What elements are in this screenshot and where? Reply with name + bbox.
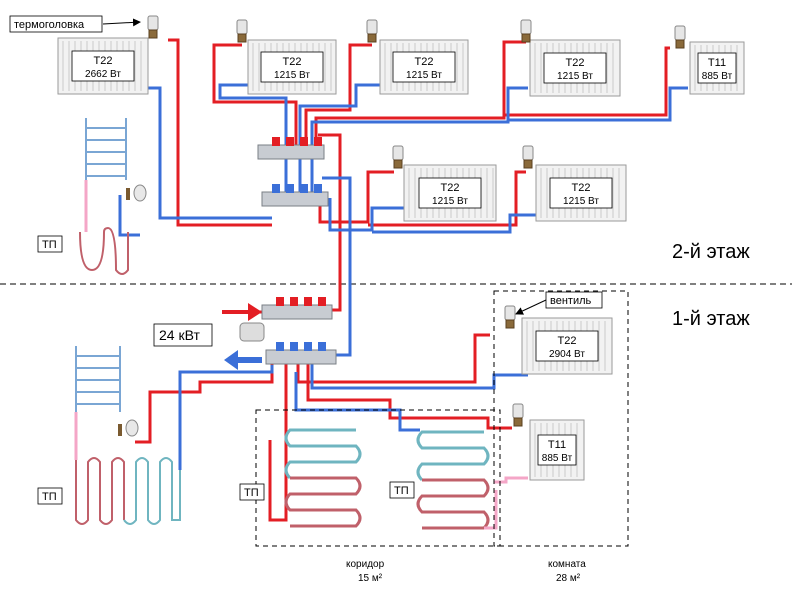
valve-icon: [133, 184, 147, 202]
valve-icon: [125, 419, 139, 437]
manifold-floor1: [239, 297, 337, 365]
thermostat-head-icon: [366, 19, 378, 43]
radiator-type: Т22: [558, 335, 577, 347]
thermostat-head-icon: [236, 19, 248, 43]
thermostat-head-icon: [504, 305, 516, 329]
floor-heating-loop-floor1-left: [75, 457, 181, 525]
supply-pipes: [135, 38, 670, 522]
corridor-area: 15 м²: [358, 573, 383, 584]
radiator-type: Т22: [94, 55, 113, 67]
radiator-type: Т11: [548, 439, 566, 451]
radiator-power: 1215 Вт: [406, 70, 442, 81]
radiator-power: 885 Вт: [702, 71, 733, 82]
radiator: Т22 1215 Вт: [366, 19, 469, 95]
room-zone: [493, 290, 629, 547]
tp-label-room: ТП: [394, 485, 409, 497]
manifold-floor2: [257, 137, 329, 207]
tp-label-corridor: ТП: [244, 487, 259, 499]
radiator-type: Т11: [708, 57, 726, 69]
radiator: Т22 2904 Вт: [504, 305, 613, 375]
thermo-head-label-box: [9, 15, 103, 33]
thermostat-head-icon: [674, 25, 686, 49]
towel-rail-floor1: [75, 346, 121, 412]
radiator-type: Т22: [572, 182, 591, 194]
floor-heating-loop-floor2: [79, 226, 129, 275]
radiators: Т22 2662 Вт Т22 1215 Вт Т22 1215 Вт Т22 1215 Вт…: [57, 15, 745, 481]
radiator-type: Т22: [441, 182, 460, 194]
supply-arrow-icon: [222, 303, 262, 321]
room-area: 28 м²: [556, 573, 581, 584]
tp-label-floor2: ТП: [42, 239, 57, 251]
radiator: Т22 1215 Вт: [522, 145, 627, 222]
tp-label-floor1: ТП: [42, 491, 57, 503]
radiator-power: 1215 Вт: [563, 196, 599, 207]
corridor-label: коридор: [346, 559, 385, 570]
valve-label: вентиль: [550, 295, 592, 307]
towel-rail-floor2: [85, 118, 127, 180]
radiator-power: 1215 Вт: [432, 196, 468, 207]
radiator-power: 2904 Вт: [549, 349, 585, 360]
floor-heating-loop-room: [416, 430, 490, 530]
radiator: Т22 2662 Вт: [57, 15, 159, 95]
corridor-zone: [255, 409, 501, 547]
thermo-head-label: термоголовка: [14, 19, 85, 31]
power-label: 24 кВт: [159, 327, 200, 343]
radiator: Т22 1215 Вт: [236, 19, 337, 95]
radiator: Т11 885 Вт: [512, 403, 585, 481]
radiator-power: 885 Вт: [542, 453, 573, 464]
radiator-power: 1215 Вт: [557, 71, 593, 82]
radiator-type: Т22: [566, 57, 585, 69]
radiator-type: Т22: [283, 56, 302, 68]
radiator-power: 1215 Вт: [274, 70, 310, 81]
thermostat-head-icon: [512, 403, 524, 427]
thermostat-head-icon: [392, 145, 404, 169]
return-pipes: [118, 83, 688, 470]
radiator: Т22 1215 Вт: [520, 19, 621, 97]
room-label: комната: [548, 559, 586, 570]
thermostat-head-icon: [147, 15, 159, 39]
floor-heating-loop-corridor: [284, 428, 362, 528]
power-label-box: [153, 323, 213, 347]
return-arrow-icon: [224, 350, 262, 370]
floor2-label: 2-й этаж: [672, 241, 750, 263]
radiator: Т11 885 Вт: [674, 25, 745, 95]
radiator-power: 2662 Вт: [85, 69, 121, 80]
radiator-type: Т22: [415, 56, 434, 68]
thermostat-head-icon: [520, 19, 532, 43]
floor1-label: 1-й этаж: [672, 308, 750, 330]
radiator: Т22 1215 Вт: [392, 145, 497, 222]
thermostat-head-icon: [522, 145, 534, 169]
